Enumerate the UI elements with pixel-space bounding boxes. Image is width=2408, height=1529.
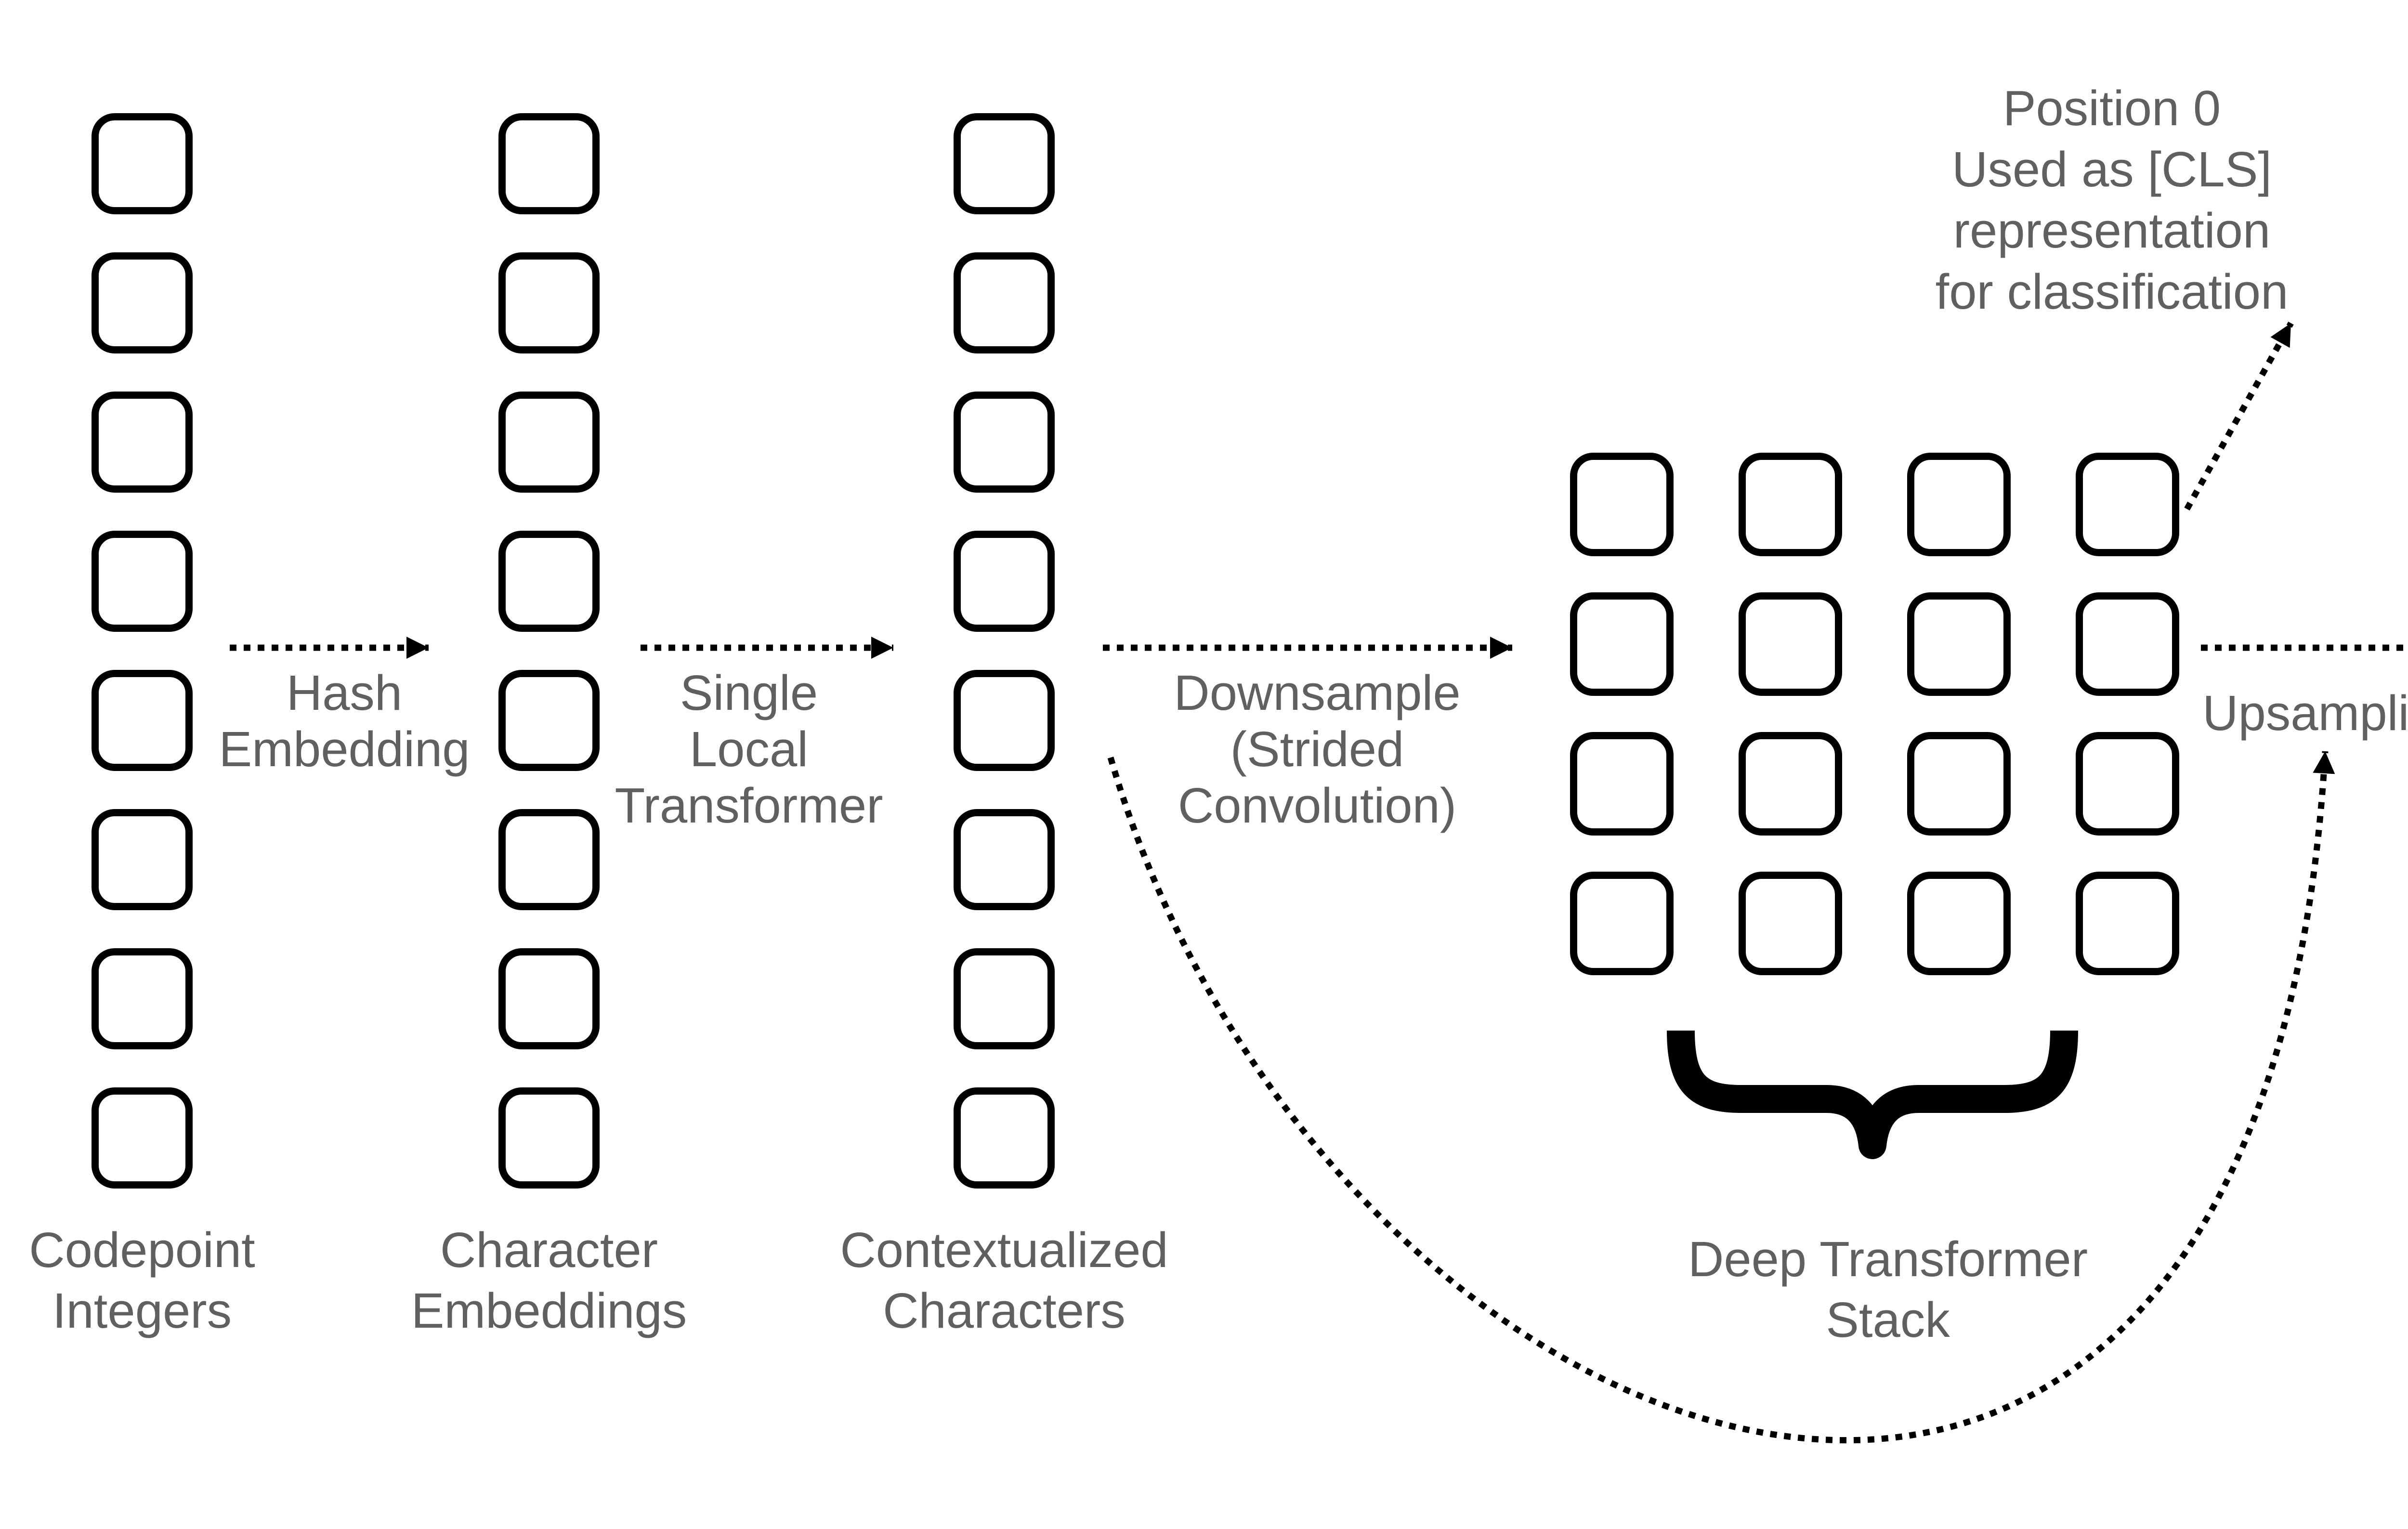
contextualized-characters-box — [954, 948, 1055, 1049]
codepoint-integers-box — [92, 531, 193, 632]
codepoint-integers-box — [92, 670, 193, 771]
deep-stack-box — [1570, 732, 1674, 836]
edge-label-downsample: Downsample (Strided Convolution) — [1174, 665, 1461, 833]
contextualized-characters-box — [954, 252, 1055, 353]
deep-stack-box — [1907, 872, 2011, 975]
underbrace-icon — [1667, 1030, 2078, 1159]
character-embeddings-box — [498, 670, 600, 771]
deep-stack-box — [2076, 872, 2179, 975]
codepoint-integers-box — [92, 1087, 193, 1189]
deep-stack-box — [1739, 872, 1842, 975]
codepoint-integers-box — [92, 948, 193, 1049]
cls-position0-arrow — [2184, 321, 2294, 511]
deep-stack-box — [1907, 732, 2011, 836]
character-embeddings-box — [498, 531, 600, 632]
deep-stack-box — [1570, 872, 1674, 975]
contextualized-characters-box — [954, 670, 1055, 771]
deep-stack-box — [1907, 592, 2011, 696]
residual-skip-arrow — [1107, 751, 2335, 1444]
deep-stack-box — [2076, 592, 2179, 696]
deep-stack-box — [1739, 592, 1842, 696]
deep-stack-box — [1570, 453, 1674, 556]
edge-label-upsampling: Upsampling — [2202, 685, 2408, 741]
character-embeddings-box — [498, 948, 600, 1049]
codepoint-integers-box — [92, 252, 193, 353]
codepoint-integers-box — [92, 113, 193, 214]
column-label-contextualized-characters: Contextualized Characters — [840, 1222, 1168, 1338]
character-embeddings-box — [498, 1087, 600, 1189]
deep-transformer-stack-label: Deep Transformer Stack — [1688, 1231, 2088, 1347]
character-embeddings-box — [498, 252, 600, 353]
deep-stack-box — [1570, 592, 1674, 696]
deep-stack-box — [1739, 732, 1842, 836]
contextualized-characters-box — [954, 392, 1055, 493]
character-embeddings-box — [498, 809, 600, 910]
deep-stack-box — [1907, 453, 2011, 556]
codepoint-integers-box — [92, 392, 193, 493]
contextualized-characters-box — [954, 113, 1055, 214]
column-label-character-embeddings: Character Embeddings — [411, 1222, 687, 1338]
deep-stack-box — [2076, 732, 2179, 836]
codepoint-integers-box — [92, 809, 193, 910]
character-embeddings-box — [498, 113, 600, 214]
deep-stack-box — [2076, 453, 2179, 556]
edge-label-single-local-transformer: Single Local Transformer — [615, 665, 883, 833]
column-label-concatenated-representations: Concatenated Representations — [2401, 1220, 2408, 1341]
contextualized-characters-box — [954, 1087, 1055, 1189]
column-label-codepoint-integers: Codepoint Integers — [29, 1222, 255, 1338]
contextualized-characters-box — [954, 809, 1055, 910]
cls-position0-note: Position 0 Used as [CLS] representation … — [1935, 80, 2289, 319]
edge-label-hash-embedding: Hash Embedding — [219, 665, 470, 777]
deep-stack-box — [1739, 453, 1842, 556]
character-embeddings-box — [498, 392, 600, 493]
contextualized-characters-box — [954, 531, 1055, 632]
